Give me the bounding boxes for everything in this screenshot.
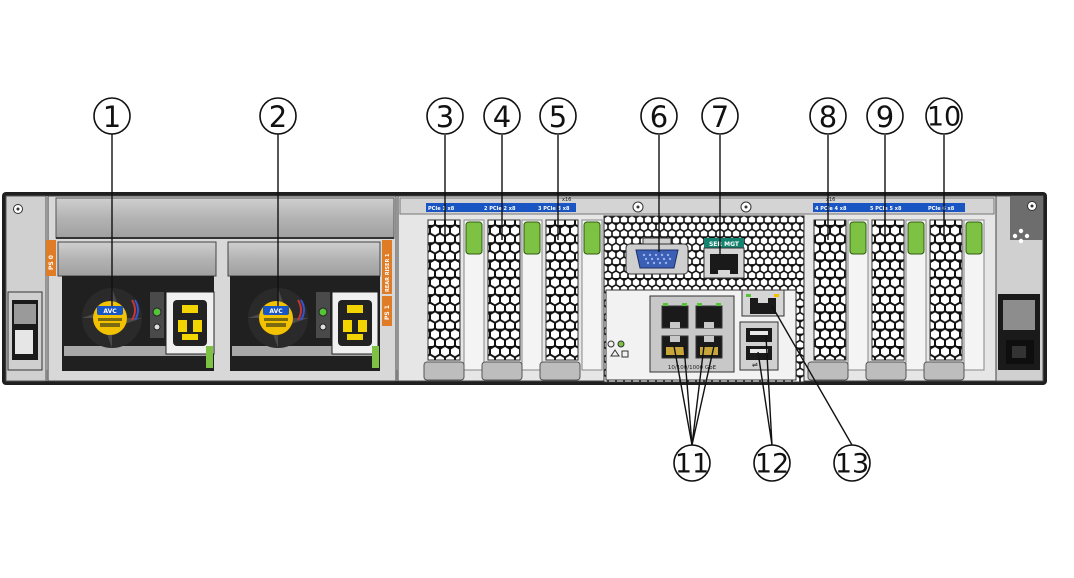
callout-2-label: 2 bbox=[269, 100, 287, 134]
psu0-side-label bbox=[46, 240, 56, 276]
callout-7: 7 bbox=[701, 97, 739, 135]
callout-3-label: 3 bbox=[436, 100, 454, 134]
usb-icon: ⇌ bbox=[752, 361, 758, 369]
net-port-3[interactable] bbox=[695, 335, 723, 359]
pcie-slot-4[interactable] bbox=[481, 219, 543, 381]
pcie-right-b-label: 5 PCIe 5 x8 bbox=[870, 206, 902, 212]
locator-icon bbox=[1012, 228, 1030, 244]
callout-5-label: 5 bbox=[549, 100, 567, 134]
io-bay: PCIe 1 x8 2 PCIe 2 x8 3 PCIe 3 x8 4 PCIe… bbox=[397, 195, 997, 383]
psu0-fan: AVC bbox=[82, 288, 142, 348]
pcie-right-label-strip bbox=[813, 203, 965, 212]
psu0-label: PS 0 bbox=[48, 255, 55, 270]
pcie-right-a-label: 4 PCIe 4 x8 bbox=[815, 206, 847, 212]
psu1-fan-brand: AVC bbox=[269, 308, 283, 315]
callout-4-label: 4 bbox=[493, 100, 511, 134]
leader-lines bbox=[111, 133, 945, 446]
pcie-slot-10-latch[interactable] bbox=[965, 221, 983, 255]
pcie-slot-8[interactable] bbox=[807, 219, 869, 381]
callout-13-label: 13 bbox=[835, 449, 869, 480]
right-rack-ear bbox=[995, 195, 1044, 382]
pcie-right-c-label: PCIe 6 x8 bbox=[928, 206, 955, 212]
pcie-slot-9-latch[interactable] bbox=[907, 221, 925, 255]
callout-2: 2 bbox=[259, 97, 297, 135]
callout-12: 12 bbox=[753, 444, 791, 482]
net-port-1[interactable] bbox=[695, 303, 723, 329]
net-mgt-port[interactable] bbox=[741, 289, 785, 317]
callout-1: 1 bbox=[93, 97, 131, 135]
serial-mgt-label: SER MGT bbox=[709, 241, 740, 248]
callout-11-label: 11 bbox=[675, 449, 709, 480]
x16-right-label: x16 bbox=[826, 197, 835, 203]
psu1-release-latch[interactable] bbox=[372, 346, 379, 368]
callout-11: 11 bbox=[673, 444, 711, 482]
power-supply-1[interactable]: AVC bbox=[227, 241, 381, 371]
psu0-release-latch[interactable] bbox=[206, 346, 213, 368]
pcie-slot-3[interactable] bbox=[423, 219, 485, 381]
rear-riser-label: REAR RISER 1 bbox=[385, 253, 391, 292]
callout-10-label: 10 bbox=[927, 102, 961, 133]
usb-port-0[interactable] bbox=[746, 328, 772, 342]
callout-6: 6 bbox=[640, 97, 678, 135]
pcie-slot-8-latch[interactable] bbox=[849, 221, 867, 255]
power-supply-0[interactable]: AVC bbox=[57, 241, 217, 371]
regulatory-icons bbox=[607, 340, 629, 358]
callout-13: 13 bbox=[833, 444, 871, 482]
net-speed-label: 10/100/1000 GbE bbox=[668, 365, 717, 371]
psu1-side-label bbox=[382, 296, 392, 326]
callout-5: 5 bbox=[539, 97, 577, 135]
left-rack-ear bbox=[5, 195, 47, 382]
callout-8-label: 8 bbox=[819, 100, 837, 134]
psu1-label: PS 1 bbox=[384, 305, 391, 320]
callout-7-label: 7 bbox=[711, 100, 729, 134]
rear-io-panel: SER MGT bbox=[603, 215, 805, 383]
psu-bay: PS 0 PS 1 REAR RISER 1 AVC bbox=[46, 195, 397, 382]
callout-4: 4 bbox=[483, 97, 521, 135]
network-ports: 10/100/1000 GbE bbox=[649, 295, 735, 373]
callout-9-label: 9 bbox=[876, 100, 894, 134]
pcie-slot-10[interactable] bbox=[923, 219, 985, 381]
psu0-power-inlet[interactable] bbox=[165, 291, 215, 355]
x16-left-label: x16 bbox=[562, 197, 571, 203]
vga-port[interactable] bbox=[625, 237, 689, 275]
callout-10: 10 bbox=[925, 97, 963, 135]
pcie-slot-4-latch[interactable] bbox=[523, 221, 541, 255]
rear-riser-side-label bbox=[382, 240, 392, 294]
pcie-left-b-label: 2 PCIe 2 x8 bbox=[484, 206, 516, 212]
pcie-left-a-label: PCIe 1 x8 bbox=[428, 206, 455, 212]
usb-port-1[interactable] bbox=[746, 346, 772, 360]
psu1-power-inlet[interactable] bbox=[331, 291, 379, 355]
callout-8: 8 bbox=[809, 97, 847, 135]
callout-12-label: 12 bbox=[755, 449, 789, 480]
callout-6-label: 6 bbox=[650, 100, 668, 134]
pcie-left-label-strip bbox=[426, 203, 576, 212]
callout-1-label: 1 bbox=[103, 100, 121, 134]
psu0-fan-brand: AVC bbox=[103, 308, 117, 315]
pcie-slot-5[interactable] bbox=[539, 219, 603, 381]
pcie-slot-9[interactable] bbox=[865, 219, 927, 381]
serial-mgt-port[interactable]: SER MGT bbox=[703, 238, 745, 279]
callout-3: 3 bbox=[426, 97, 464, 135]
callout-9: 9 bbox=[866, 97, 904, 135]
net-port-0[interactable] bbox=[661, 303, 689, 329]
pcie-slot-3-latch[interactable] bbox=[465, 221, 483, 255]
pcie-left-c-label: 3 PCIe 3 x8 bbox=[538, 206, 570, 212]
pcie-slot-5-latch[interactable] bbox=[583, 221, 601, 255]
